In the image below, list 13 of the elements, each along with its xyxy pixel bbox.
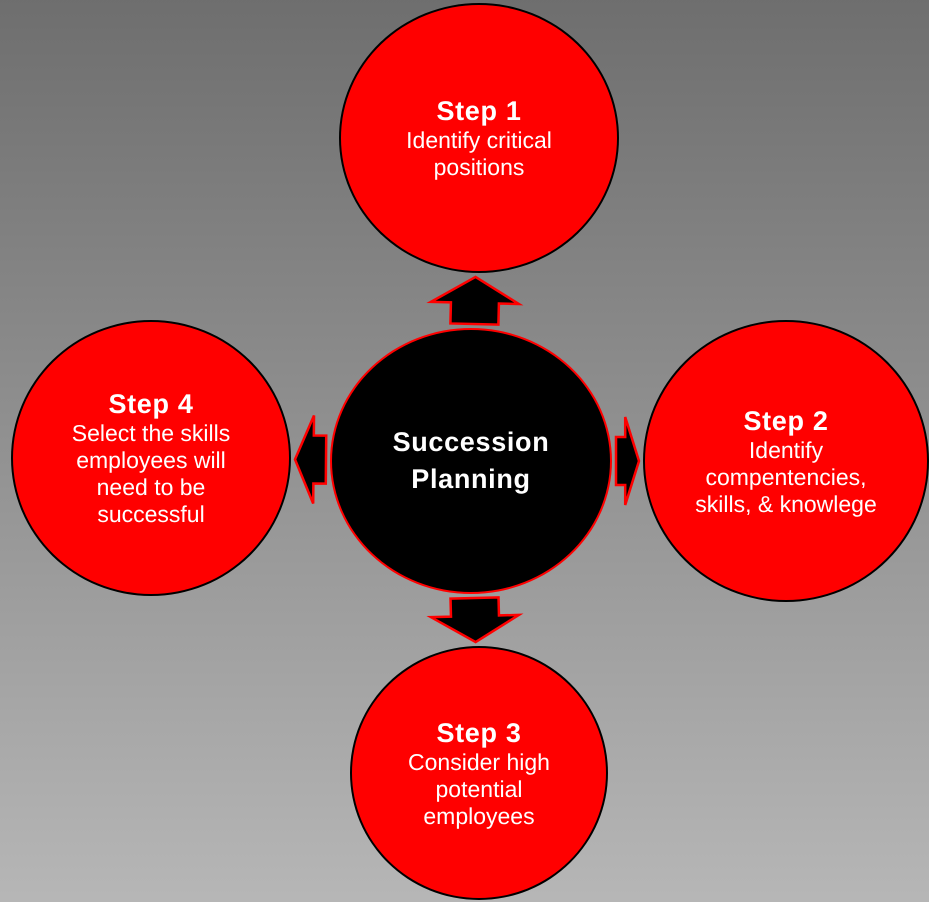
center-title: Succession Planning — [392, 426, 550, 496]
step-title: Step 2 — [743, 404, 829, 436]
step-title: Step 4 — [108, 388, 194, 420]
step-title: Step 3 — [436, 716, 522, 748]
step-description: Identify compentencies, skills, & knowlege — [694, 436, 878, 518]
block-arrow — [294, 414, 328, 505]
block-arrow — [614, 416, 640, 506]
step-title: Step 1 — [436, 95, 522, 127]
step-description: Select the skills employees will need to be successful — [70, 420, 232, 528]
step-description: Identify critical positions — [405, 127, 553, 181]
block-arrow — [426, 276, 524, 326]
block-arrow — [426, 596, 524, 644]
step-description: Consider high potential employees — [407, 748, 551, 830]
